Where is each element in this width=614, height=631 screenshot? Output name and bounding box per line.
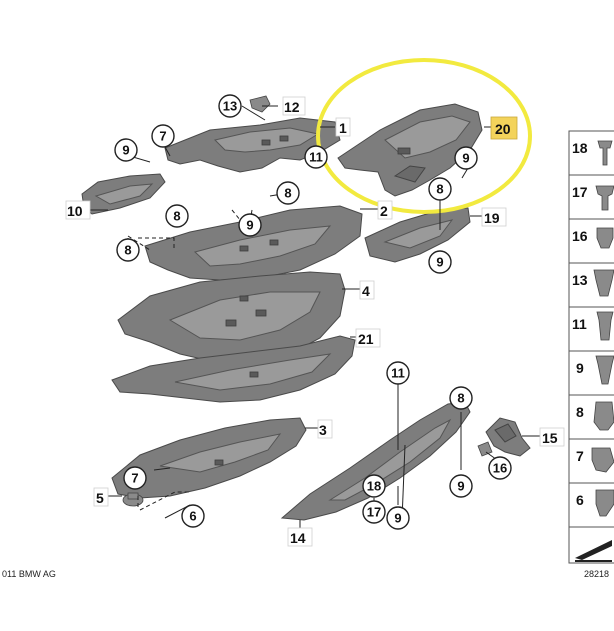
callout-9c: 9 bbox=[238, 213, 262, 237]
callout-9b-text: 9 bbox=[462, 151, 469, 166]
sidebar-label-16: 16 bbox=[572, 228, 588, 244]
label-15: 15 bbox=[542, 430, 558, 446]
copyright-text: 011 BMW AG bbox=[2, 569, 56, 579]
callout-7a-text: 7 bbox=[159, 129, 166, 144]
callout-9c-text: 9 bbox=[246, 218, 253, 233]
sidebar-label-17: 17 bbox=[572, 184, 588, 200]
callout-9f-text: 9 bbox=[457, 479, 464, 494]
callout-8d: 8 bbox=[116, 238, 140, 262]
callout-8c: 8 bbox=[165, 204, 189, 228]
fastener-thumb-9 bbox=[595, 355, 614, 385]
callout-17: 17 bbox=[362, 500, 386, 524]
fastener-12 bbox=[249, 95, 271, 113]
sidebar-label-6: 6 bbox=[576, 492, 584, 508]
callout-6: 6 bbox=[181, 504, 205, 528]
callout-7b: 7 bbox=[123, 466, 147, 490]
callout-9a: 9 bbox=[114, 138, 138, 162]
callout-13: 13 bbox=[218, 94, 242, 118]
part-15-bracket bbox=[485, 417, 531, 457]
label-2: 2 bbox=[380, 203, 388, 219]
sidebar-parts-list: 18 17 16 13 11 9 8 7 6 bbox=[568, 130, 614, 564]
callout-8e-text: 8 bbox=[457, 391, 464, 406]
sidebar-label-18: 18 bbox=[572, 140, 588, 156]
label-14: 14 bbox=[290, 530, 306, 546]
callout-9f: 9 bbox=[449, 474, 473, 498]
image-code-text: 28218 bbox=[584, 569, 609, 579]
callout-8d-text: 8 bbox=[124, 243, 131, 258]
callout-8b-text: 8 bbox=[436, 182, 443, 197]
part-3-panel bbox=[111, 417, 307, 499]
highlight-ellipse bbox=[316, 58, 532, 214]
part-10-panel bbox=[81, 173, 166, 215]
sidebar-label-11: 11 bbox=[572, 316, 587, 332]
part-19-panel bbox=[364, 207, 471, 263]
part-21-panel bbox=[111, 335, 356, 403]
fastener-16 bbox=[477, 441, 493, 457]
label-10: 10 bbox=[67, 203, 83, 219]
label-20: 20 bbox=[495, 121, 511, 137]
fastener-thumb-8 bbox=[593, 401, 614, 431]
label-1: 1 bbox=[339, 120, 347, 136]
callout-7b-text: 7 bbox=[131, 471, 138, 486]
part-1-panel bbox=[164, 117, 341, 173]
angle-icon bbox=[575, 540, 612, 560]
callout-11a-text: 11 bbox=[309, 150, 323, 165]
callout-18: 18 bbox=[362, 474, 386, 498]
callout-8e: 8 bbox=[449, 386, 473, 410]
callout-13-text: 13 bbox=[223, 99, 237, 114]
fastener-thumb-13 bbox=[593, 269, 614, 297]
label-21: 21 bbox=[358, 331, 374, 347]
callout-9e: 9 bbox=[386, 506, 410, 530]
callout-16-text: 16 bbox=[493, 461, 507, 476]
callout-16: 16 bbox=[488, 456, 512, 480]
callout-8b: 8 bbox=[428, 177, 452, 201]
callout-7a: 7 bbox=[151, 124, 175, 148]
callout-17-text: 17 bbox=[367, 505, 381, 520]
part-20-panel bbox=[337, 103, 483, 197]
label-19: 19 bbox=[484, 210, 500, 226]
sidebar-label-9: 9 bbox=[576, 360, 584, 376]
fastener-thumb-11 bbox=[596, 311, 614, 341]
callout-6-text: 6 bbox=[189, 509, 196, 524]
fastener-thumb-16 bbox=[596, 227, 614, 249]
leader-lines bbox=[90, 105, 540, 528]
callout-9a-text: 9 bbox=[122, 143, 129, 158]
callout-9e-text: 9 bbox=[394, 511, 401, 526]
label-5: 5 bbox=[96, 490, 104, 506]
callout-11a: 11 bbox=[304, 145, 328, 169]
callout-9b: 9 bbox=[454, 146, 478, 170]
callout-8c-text: 8 bbox=[173, 209, 180, 224]
label-3: 3 bbox=[319, 422, 327, 438]
fastener-thumb-6 bbox=[595, 489, 614, 517]
callout-9d: 9 bbox=[428, 250, 452, 274]
label-12: 12 bbox=[284, 99, 300, 115]
callout-9d-text: 9 bbox=[436, 255, 443, 270]
sidebar-label-8: 8 bbox=[576, 404, 584, 420]
callout-11b-text: 11 bbox=[391, 366, 405, 381]
fastener-thumb-7 bbox=[591, 447, 614, 473]
label-4: 4 bbox=[362, 283, 370, 299]
part-14-panel bbox=[280, 401, 471, 521]
sidebar-label-13: 13 bbox=[572, 272, 588, 288]
sidebar-label-7: 7 bbox=[576, 448, 584, 464]
callout-8a-text: 8 bbox=[284, 186, 291, 201]
part-4-panel bbox=[117, 271, 346, 363]
callout-18-text: 18 bbox=[367, 479, 381, 494]
callout-11b: 11 bbox=[386, 361, 410, 385]
fastener-thumb-17 bbox=[595, 185, 614, 211]
fastener-thumb-18 bbox=[597, 140, 613, 166]
callout-8a: 8 bbox=[276, 181, 300, 205]
